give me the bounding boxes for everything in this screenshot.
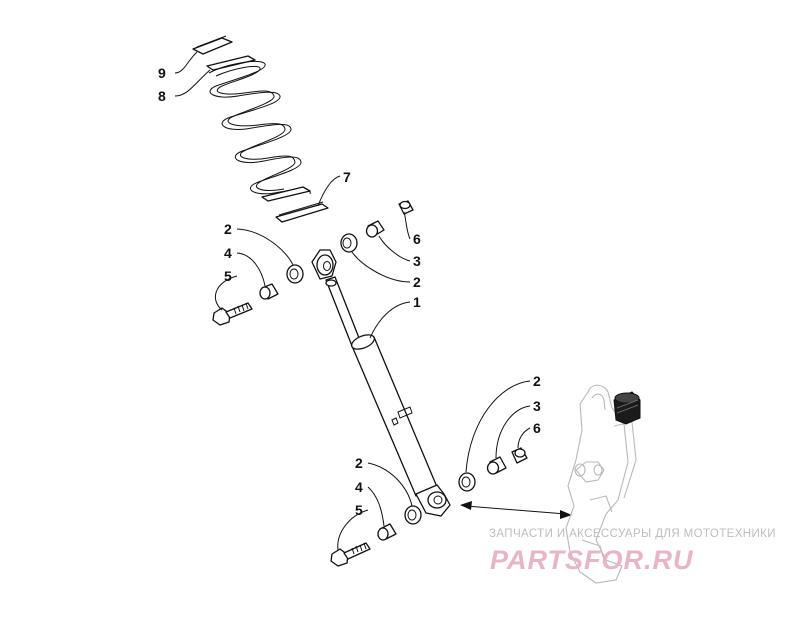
- callout-labels: 9 8 7 6 3 2 2 4 5 1 2 3 6 2 4 5: [158, 65, 541, 518]
- watermark-logo: PARTSFOR.RU: [490, 545, 694, 575]
- part-7-spring-seat: [275, 201, 329, 223]
- callout-7: 7: [343, 169, 351, 185]
- part-4-bottom-sleeve: [377, 523, 397, 541]
- callout-1: 1: [413, 294, 421, 310]
- callout-3-top: 3: [413, 253, 421, 269]
- part-6-bottom-nut: [511, 447, 528, 464]
- callout-6-top: 6: [413, 231, 421, 247]
- callout-3-bottom: 3: [533, 398, 541, 414]
- part-9-spring-retainer: [192, 35, 233, 55]
- part-1-shock-absorber: [311, 249, 451, 517]
- callout-2-top-right: 2: [413, 274, 421, 290]
- callout-9: 9: [158, 65, 166, 81]
- callout-2-top-left: 2: [224, 221, 232, 237]
- callout-2-bottom-right: 2: [533, 373, 541, 389]
- part-5-bottom-bolt: [330, 542, 371, 567]
- part-5-top-bolt: [212, 302, 253, 326]
- callout-8: 8: [158, 88, 166, 104]
- callout-4-bottom: 4: [355, 479, 363, 495]
- callout-2-bottom-left: 2: [355, 455, 363, 471]
- watermark-tagline: ЗАПЧАСТИ И АКСЕССУАРЫ ДЛЯ МОТОТЕХНИКИ: [489, 528, 776, 540]
- callout-6-bottom: 6: [533, 420, 541, 436]
- part-2-bottom-right-bushing: [458, 472, 476, 492]
- frame-bracket: [565, 384, 641, 584]
- callout-4-top: 4: [224, 245, 232, 261]
- callout-5-bottom: 5: [355, 502, 363, 518]
- part-2-top-right-bushing: [340, 233, 358, 253]
- part-4-top-sleeve: [259, 283, 279, 300]
- part-3-top-spacer: [365, 220, 385, 238]
- part-3-bottom-spacer: [486, 456, 507, 475]
- callout-5-top: 5: [224, 268, 232, 284]
- part-2-top-left-bushing: [286, 264, 304, 284]
- part-2-bottom-left-bushing: [404, 505, 422, 525]
- part-6-top-nut: [398, 200, 414, 215]
- mounting-arrow: [460, 501, 572, 519]
- part-8-coil-spring: [206, 55, 311, 202]
- leader-lines: [174, 51, 531, 551]
